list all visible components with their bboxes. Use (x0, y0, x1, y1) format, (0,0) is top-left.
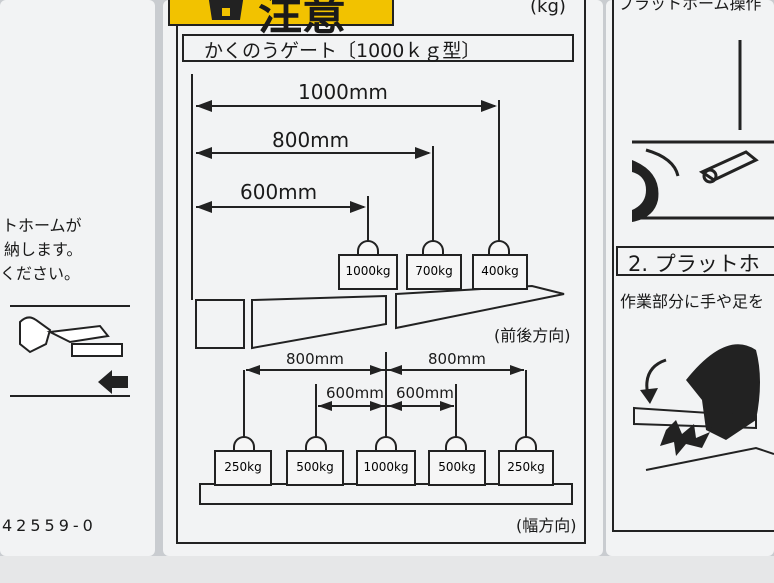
step-title-box (616, 246, 774, 276)
right-panel-illustration-top (632, 40, 774, 222)
weight-1000kg: 1000kg (338, 254, 398, 290)
weight-250kg-right: 250kg (498, 450, 554, 486)
weight-knob (305, 436, 327, 452)
warning-header (168, 0, 394, 26)
width-distance-600-left: 600mm (326, 384, 384, 402)
right-sticker-panel (606, 0, 774, 556)
sticker-title: かくのうゲート〔1000ｋｇ型〕 (204, 40, 481, 62)
left-panel-line-3: ください。 (0, 264, 81, 283)
weight-knob (422, 240, 444, 256)
right-panel-border (612, 0, 774, 532)
left-sticker-panel (0, 0, 155, 556)
front-rear-direction-label: (前後方向) (494, 326, 571, 345)
weight-knob (515, 436, 537, 452)
width-distance-800-left: 800mm (286, 350, 344, 368)
distance-label-1000: 1000mm (298, 80, 388, 104)
weight-500kg-right: 500kg (428, 450, 486, 486)
distance-label-600: 600mm (240, 180, 318, 204)
weight-knob (233, 436, 255, 452)
weight-400kg: 400kg (472, 254, 528, 290)
warning-header-label: 注意 (258, 0, 346, 40)
weight-700kg: 700kg (406, 254, 462, 290)
left-panel-line-1: トホームが (2, 216, 82, 235)
left-panel-line-2: 納します。 (4, 240, 83, 259)
warning-triangle-icon (208, 0, 244, 20)
width-distance-800-right: 800mm (428, 350, 486, 368)
weight-knob (488, 240, 510, 256)
unit-label: (kg) (530, 0, 566, 17)
truck-body-surface (0, 556, 774, 583)
weight-500kg-left: 500kg (286, 450, 344, 486)
sticker-outer-frame (176, 0, 586, 544)
weight-knob (445, 436, 467, 452)
weight-knob (375, 436, 397, 452)
weight-1000kg-center: 1000kg (356, 450, 416, 486)
weight-250kg-left: 250kg (214, 450, 272, 486)
width-direction-label: (幅方向) (516, 516, 577, 535)
left-panel-illustration (10, 305, 130, 397)
right-panel-top-text: プラットホーム操作 (618, 0, 762, 13)
distance-label-800: 800mm (272, 128, 350, 152)
weight-knob (357, 240, 379, 256)
hand-caution-illustration (633, 344, 774, 471)
step-text: 作業部分に手や足を (620, 292, 765, 311)
step-title: 2. プラットホ (628, 252, 760, 276)
title-box (182, 34, 574, 62)
width-distance-600-right: 600mm (396, 384, 454, 402)
left-panel-code: 42559-0 (2, 516, 97, 535)
